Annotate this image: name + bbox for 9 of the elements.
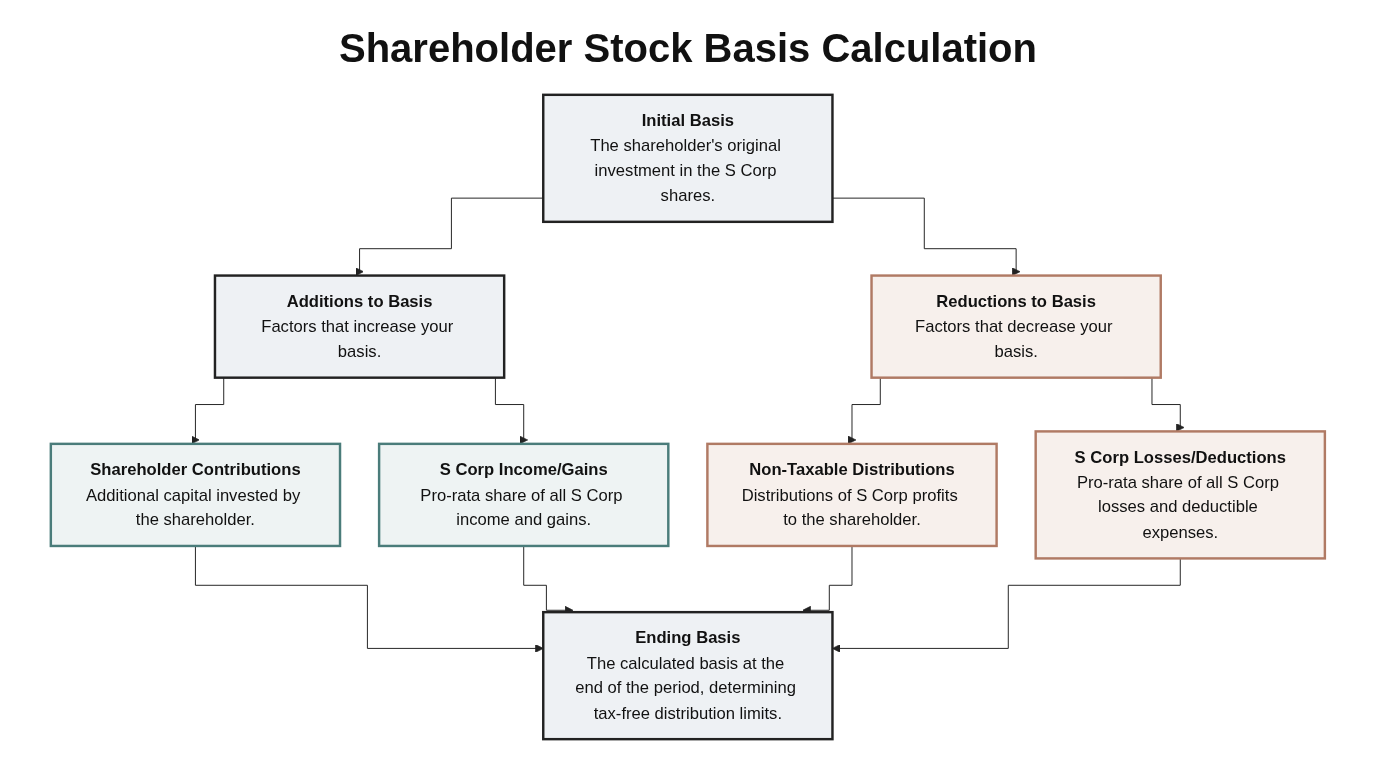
- node-box: Initial Basis The shareholder's original investment in the S Corp shares.: [542, 93, 834, 224]
- node-box: Reductions to Basis Factors that decrease your basis.: [870, 274, 1163, 379]
- node-box: S Corp Losses/Deductions Pro-rata share of all S Corp losses and deductible expenses.: [1034, 430, 1327, 560]
- node-box: Additions to Basis Factors that increase your basis.: [213, 274, 506, 379]
- node-box: Non-Taxable Distributions Distributions of S Corp profits to the shareholder.: [706, 442, 998, 548]
- node-box: Ending Basis The calculated basis at the end of the period, determining tax-free distribution limits.: [542, 610, 834, 741]
- diagram-title: Shareholder Stock Basis Calculation: [338, 25, 1038, 72]
- node-box: Shareholder Contributions Additional capital invested by the shareholder.: [49, 442, 342, 548]
- node-box: S Corp Income/Gains Pro-rata share of all S Corp income and gains.: [378, 442, 670, 548]
